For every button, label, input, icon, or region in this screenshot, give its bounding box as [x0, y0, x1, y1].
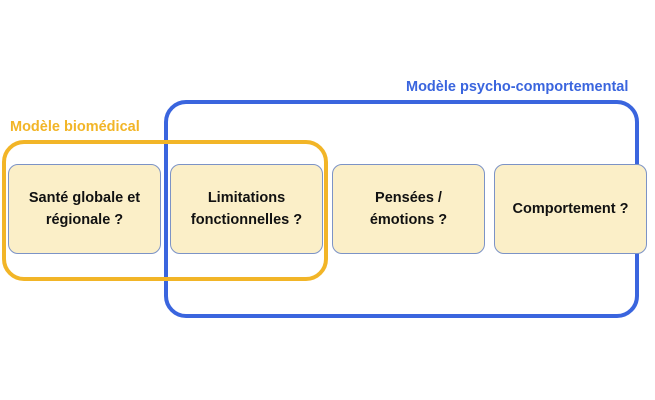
psycho-behavioral-model-label: Modèle psycho-comportemental [406, 79, 629, 95]
box-thoughts-emotions: Pensées / émotions ? [332, 164, 485, 254]
box-text: Santé globale et régionale ? [28, 190, 141, 228]
box-functional-limitations: Limitations fonctionnelles ? [170, 164, 323, 254]
biomedical-model-frame [2, 140, 328, 281]
box-text: Limitations fonctionnelles ? [190, 190, 303, 228]
box-text: Comportement ? [512, 201, 629, 217]
biomedical-model-label: Modèle biomédical [10, 119, 140, 135]
box-global-regional-health: Santé globale et régionale ? [8, 164, 161, 254]
box-text: Pensées / émotions ? [369, 190, 448, 228]
box-behavior: Comportement ? [494, 164, 647, 254]
